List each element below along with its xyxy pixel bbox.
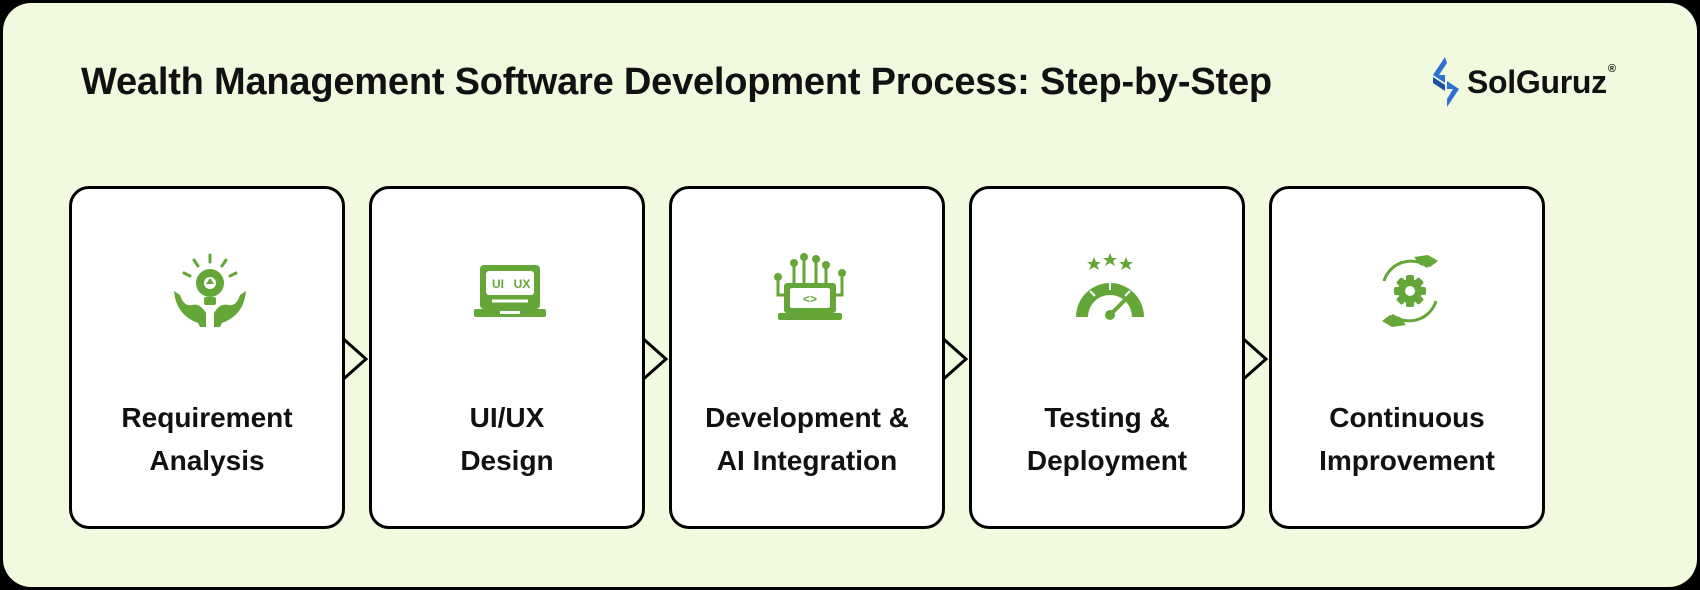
- step-label: Development &AI Integration: [705, 402, 909, 476]
- speedometer-stars-icon: [1076, 253, 1144, 320]
- code-laptop-circuit-icon: <>: [774, 253, 846, 320]
- step-label: Testing &Deployment: [1026, 402, 1188, 476]
- brand-name: SolGuruz: [1467, 63, 1607, 100]
- ui-ux-laptop-icon: UI UX: [474, 265, 546, 317]
- svg-text:<>: <>: [803, 292, 817, 306]
- idea-hands-icon: [174, 253, 246, 327]
- svg-text:UX: UX: [514, 277, 531, 291]
- registered-mark: ®: [1607, 63, 1616, 75]
- solguruz-logo: SolGuruz ®: [1429, 55, 1616, 109]
- step-card-development-ai-integration: <> Development &AI Integration: [669, 186, 945, 529]
- diagram-panel: Wealth Management Software Development P…: [3, 3, 1697, 587]
- step-card-testing-deployment: Testing &Deployment: [969, 186, 1245, 529]
- svg-text:UI: UI: [492, 277, 504, 291]
- page-title: Wealth Management Software Development P…: [81, 61, 1272, 103]
- gear-cycle-hands-icon: [1382, 255, 1438, 327]
- solguruz-logo-mark-icon: [1433, 57, 1459, 107]
